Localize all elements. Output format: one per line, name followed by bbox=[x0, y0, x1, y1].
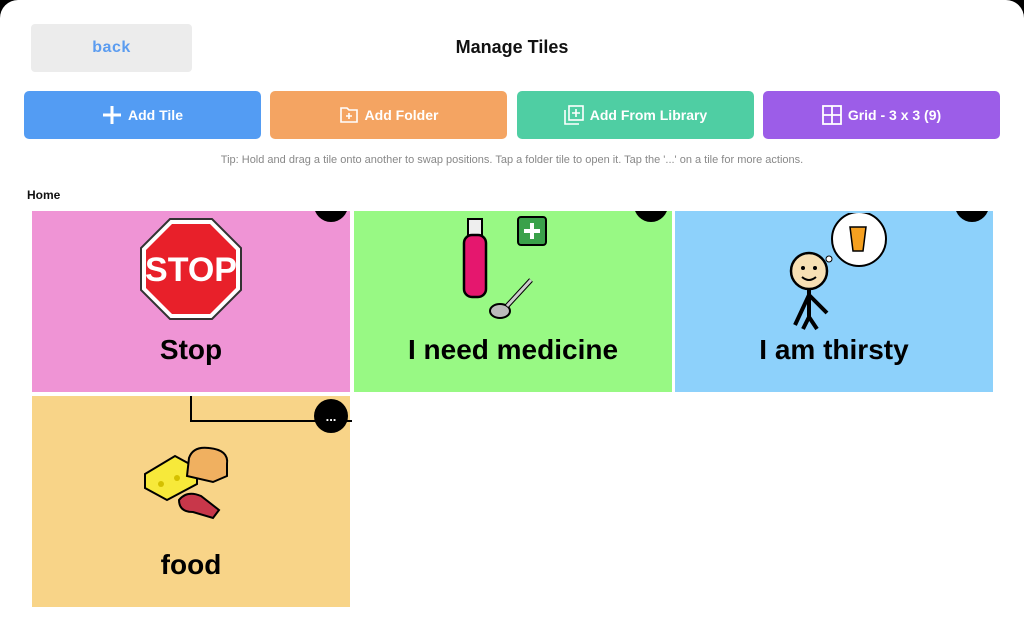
plus-icon bbox=[103, 106, 122, 124]
tile-label: food bbox=[160, 549, 222, 580]
add-from-library-button[interactable]: Add From Library bbox=[517, 91, 754, 139]
folder-add-icon bbox=[339, 107, 358, 123]
grid-icon bbox=[821, 105, 842, 125]
tip-text: Tip: Hold and drag a tile onto another t… bbox=[220, 154, 804, 166]
tile-i-am-thirsty[interactable]: I am thirsty bbox=[675, 211, 993, 392]
tile-menu-button[interactable]: ... bbox=[955, 211, 989, 222]
tile-menu-button[interactable]: ... bbox=[314, 399, 348, 433]
tile-label: Stop bbox=[159, 334, 223, 365]
food-icon bbox=[144, 446, 229, 520]
add-from-library-label: Add From Library bbox=[589, 107, 708, 123]
back-button[interactable]: back bbox=[31, 24, 192, 72]
thirsty-person-icon bbox=[789, 213, 887, 331]
add-folder-button[interactable]: Add Folder bbox=[270, 91, 507, 139]
tile-i-need-medicine[interactable]: I need medicine bbox=[354, 211, 672, 392]
medicine-icon bbox=[462, 216, 547, 319]
folder-tab-outline bbox=[190, 396, 352, 422]
tile-label: I am thirsty bbox=[759, 334, 909, 365]
stop-sign-icon: STOP bbox=[140, 218, 242, 320]
tile-food-folder[interactable]: food bbox=[32, 396, 352, 607]
add-folder-label: Add Folder bbox=[364, 107, 439, 123]
tile-menu-button[interactable]: ... bbox=[634, 211, 668, 222]
page-title: Manage Tiles bbox=[455, 37, 569, 57]
grid-size-button[interactable]: Grid - 3 x 3 (9) bbox=[763, 91, 1000, 139]
library-add-icon bbox=[563, 105, 584, 125]
tile-grid: STOP Stop ... I need medicine ... I am t… bbox=[0, 211, 1024, 640]
breadcrumb[interactable]: Home bbox=[27, 188, 61, 202]
tile-label: I need medicine bbox=[407, 334, 619, 365]
svg-text:STOP: STOP bbox=[145, 251, 237, 289]
tile-menu-button[interactable]: ... bbox=[314, 211, 348, 222]
tile-stop[interactable]: STOP Stop bbox=[32, 211, 350, 392]
add-tile-label: Add Tile bbox=[128, 107, 183, 123]
add-tile-button[interactable]: Add Tile bbox=[24, 91, 261, 139]
grid-size-label: Grid - 3 x 3 (9) bbox=[847, 107, 942, 123]
